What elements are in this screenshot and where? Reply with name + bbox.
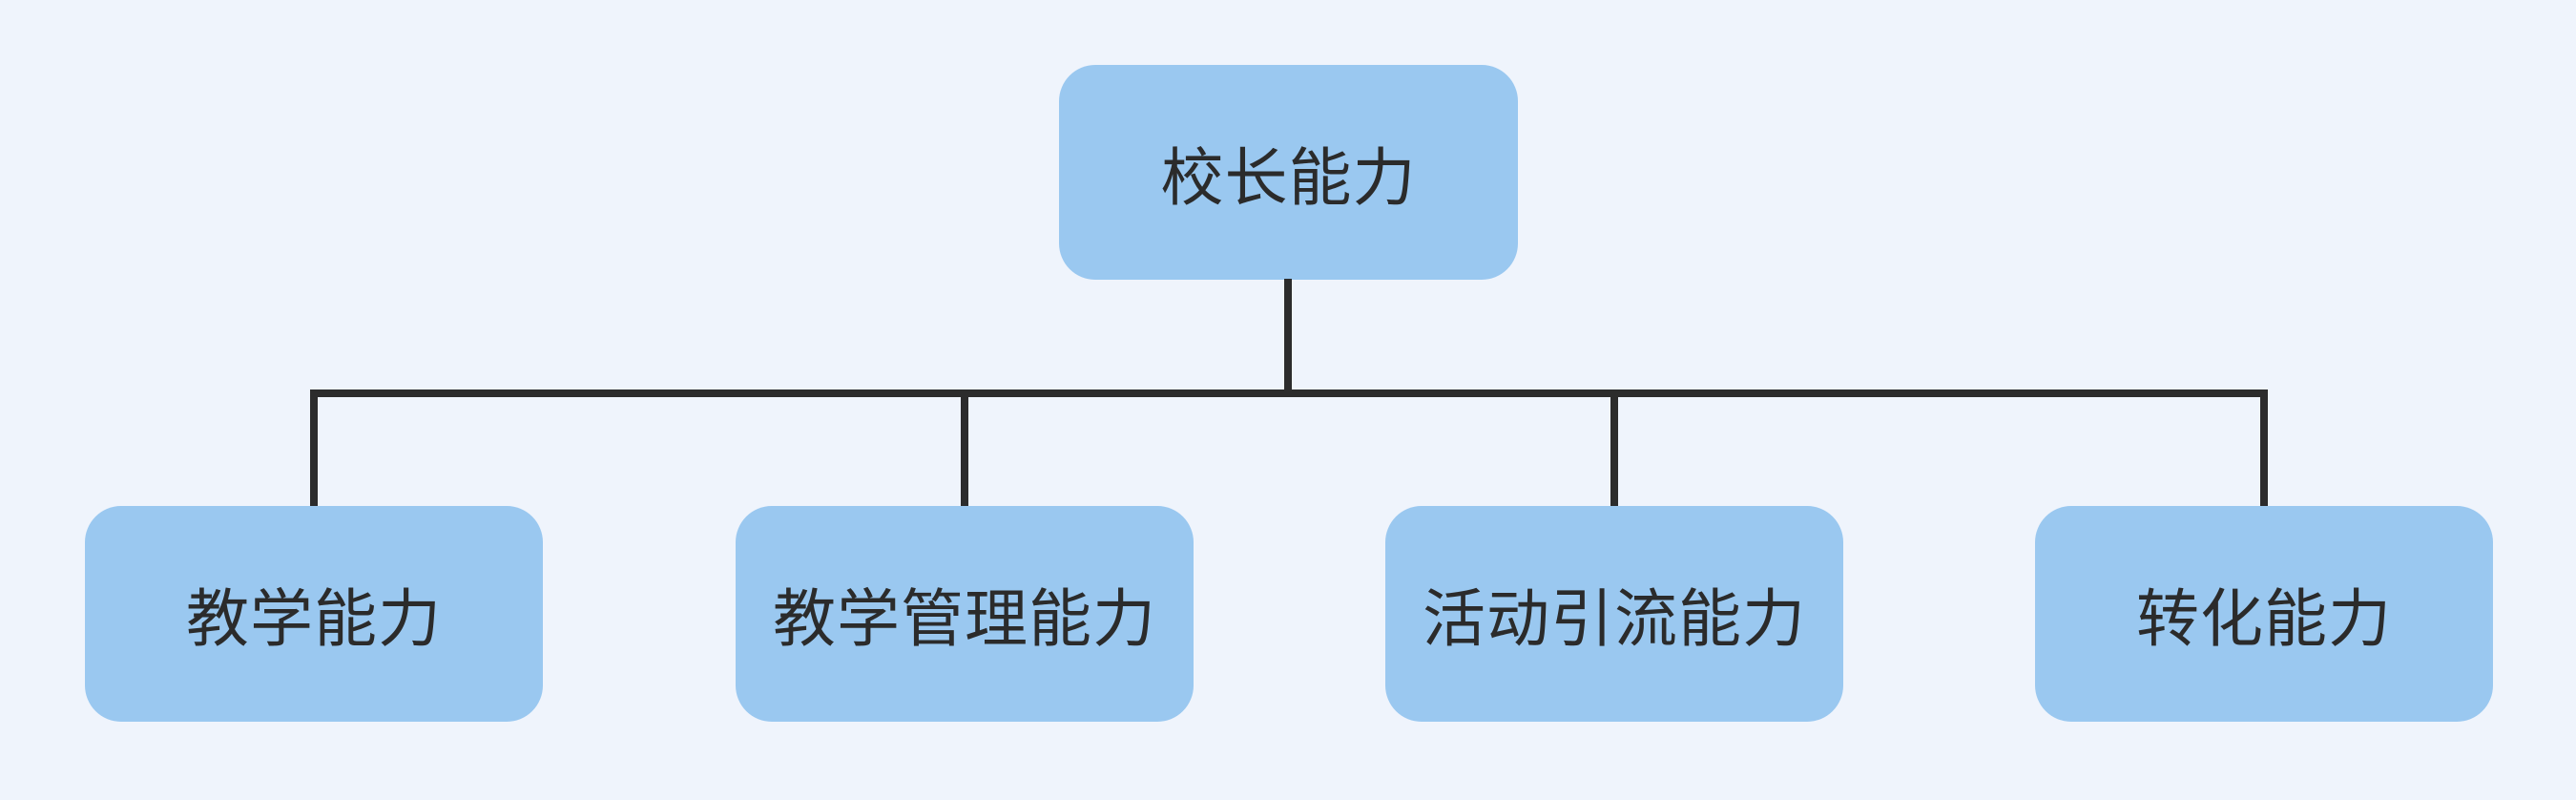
node-label: 活动引流能力 [1423,583,1806,654]
node-principal-ability[interactable]: 校长能力 [1059,65,1518,280]
node-teaching-management-ability[interactable]: 教学管理能力 [736,506,1194,722]
connector-horizontal-rail [310,389,2268,397]
node-teaching-ability[interactable]: 教学能力 [85,506,543,722]
connector-drop-teaching-management [961,389,968,506]
node-conversion-ability[interactable]: 转化能力 [2035,506,2493,722]
node-label: 转化能力 [2136,583,2392,654]
connector-drop-teaching [310,389,318,506]
connector-drop-conversion [2260,389,2268,506]
node-label: 校长能力 [1160,141,1417,213]
node-activity-traffic-ability[interactable]: 活动引流能力 [1385,506,1843,722]
connector-root-stem [1284,279,1292,397]
node-label: 教学管理能力 [773,583,1156,654]
connector-drop-activity-traffic [1610,389,1618,506]
node-label: 教学能力 [186,583,442,654]
